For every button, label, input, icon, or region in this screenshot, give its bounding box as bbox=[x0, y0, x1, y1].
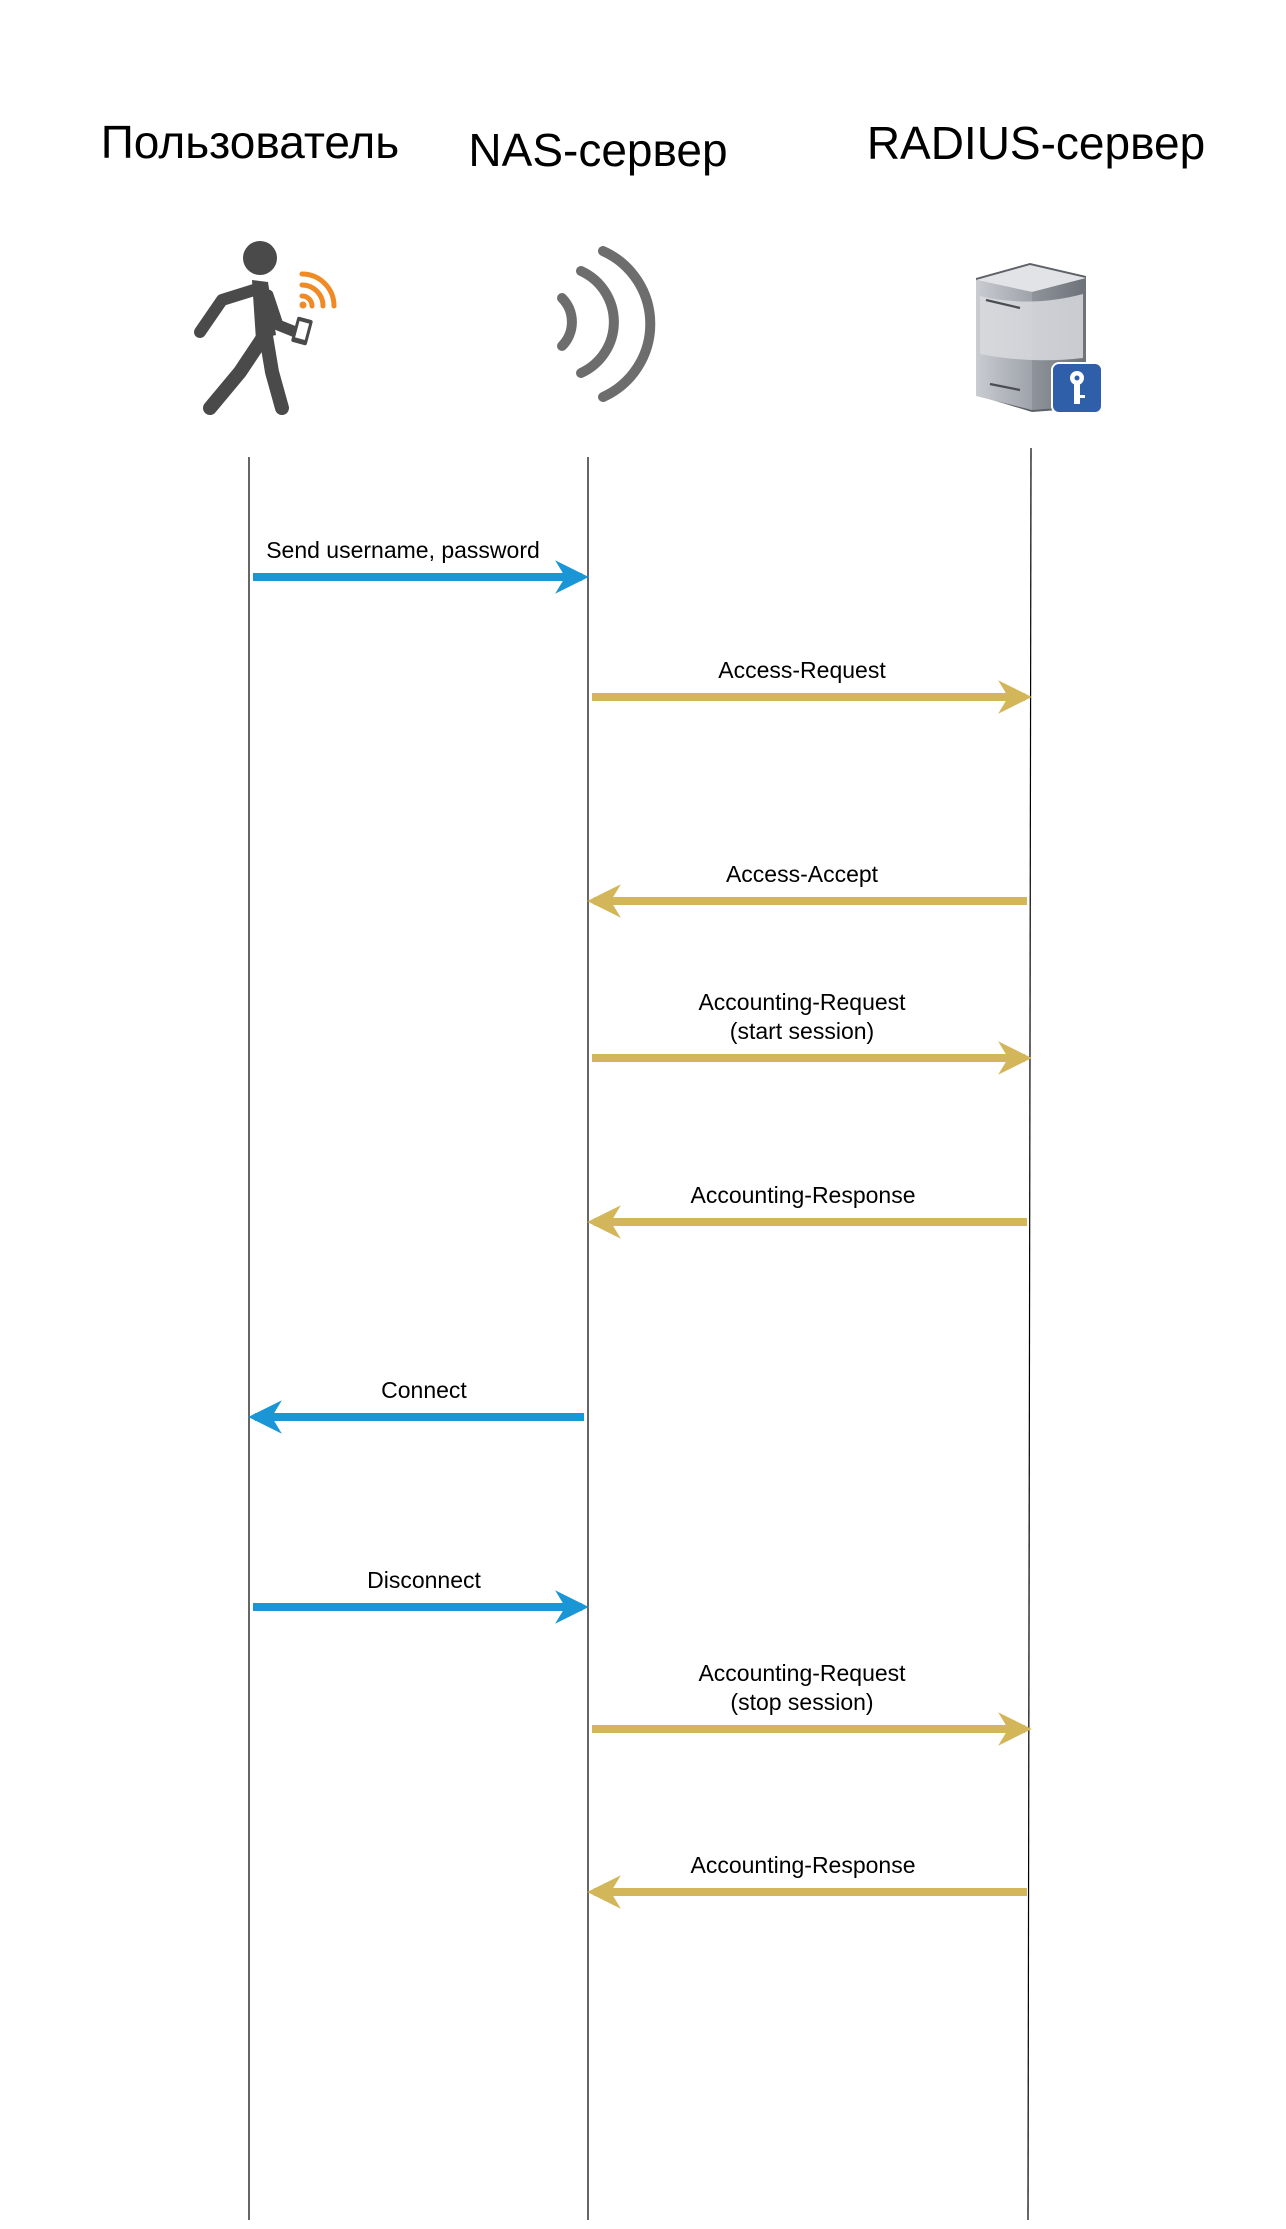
message-label-line: Accounting-Request bbox=[698, 989, 906, 1015]
message-label: Accounting-Request (start session) bbox=[698, 989, 906, 1044]
message-label-line: Accounting-Response bbox=[690, 1852, 915, 1878]
message-label-line: Accounting-Request bbox=[698, 1660, 906, 1686]
message-label: Connect bbox=[381, 1377, 467, 1403]
message-label: Access-Accept bbox=[726, 861, 879, 887]
message-label: Accounting-Response bbox=[690, 1182, 915, 1208]
actor-title-radius: RADIUS-сервер bbox=[867, 117, 1205, 169]
lifeline-radius bbox=[1027, 447, 1032, 2221]
message-accounting-response-start: Accounting-Response bbox=[587, 1182, 1027, 1239]
wireless-signal-icon bbox=[557, 246, 656, 402]
message-label: Send username, password bbox=[266, 537, 540, 563]
message-accounting-response-stop: Accounting-Response bbox=[587, 1852, 1027, 1909]
message-label-line: Access-Accept bbox=[726, 861, 879, 887]
message-label-line: Disconnect bbox=[367, 1567, 481, 1593]
walking-person-with-phone-icon bbox=[194, 241, 337, 415]
message-label: Access-Request bbox=[718, 657, 886, 683]
message-label-line: (start session) bbox=[730, 1018, 874, 1044]
message-label-line: (stop session) bbox=[730, 1689, 873, 1715]
message-disconnect: Disconnect bbox=[253, 1567, 589, 1624]
message-label-line: Accounting-Response bbox=[690, 1182, 915, 1208]
message-label: Accounting-Response bbox=[690, 1852, 915, 1878]
actor-title-user: Пользователь bbox=[101, 116, 400, 168]
message-label: Disconnect bbox=[367, 1567, 481, 1593]
actor-title-nas: NAS-сервер bbox=[468, 124, 727, 176]
message-accounting-request-start: Accounting-Request (start session) bbox=[592, 989, 1032, 1075]
message-access-request: Access-Request bbox=[592, 657, 1032, 714]
message-connect: Connect bbox=[248, 1377, 584, 1434]
server-with-key-icon bbox=[976, 263, 1103, 414]
message-label-line: Connect bbox=[381, 1377, 467, 1403]
message-send-credentials: Send username, password bbox=[253, 537, 589, 594]
message-access-accept: Access-Accept bbox=[587, 861, 1027, 918]
message-label-line: Send username, password bbox=[266, 537, 540, 563]
message-label-line: Access-Request bbox=[718, 657, 886, 683]
message-label: Accounting-Request (stop session) bbox=[698, 1660, 906, 1715]
message-accounting-request-stop: Accounting-Request (stop session) bbox=[592, 1660, 1032, 1746]
